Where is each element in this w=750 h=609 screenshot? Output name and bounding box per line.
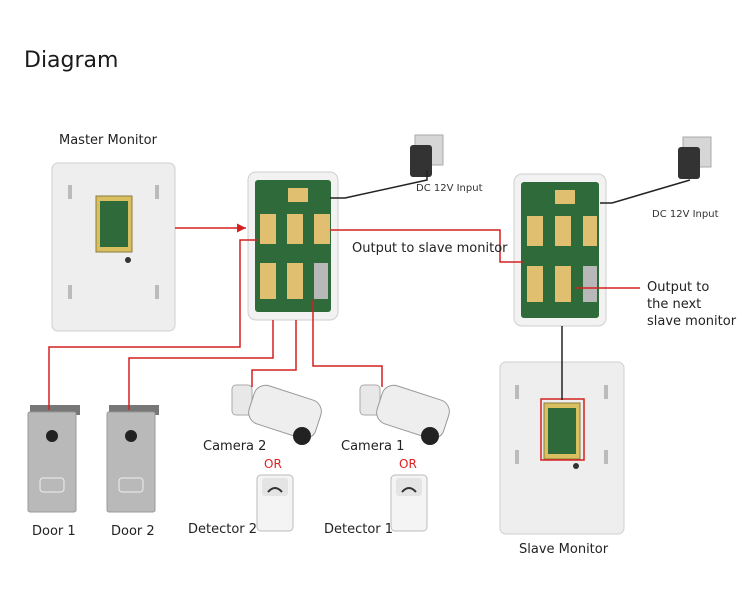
slave-monitor-label: Slave Monitor <box>519 542 609 557</box>
detector-2-label: Detector 2 <box>188 522 258 537</box>
power-adapter-1 <box>410 134 444 177</box>
power-line-1 <box>330 170 428 199</box>
page-title: Diagram <box>24 48 119 73</box>
door-station-1 <box>27 405 80 513</box>
detector-1 <box>390 474 428 532</box>
or-label-1: OR <box>399 457 417 471</box>
door-station-2 <box>106 405 159 513</box>
output-next-label-1: Output to <box>647 280 710 295</box>
door-2-label: Door 2 <box>111 524 155 539</box>
dc-input-label-1: DC 12V Input <box>416 183 483 194</box>
or-label-2: OR <box>264 457 282 471</box>
junction-box-1 <box>247 171 339 321</box>
junction-box-2 <box>513 173 607 327</box>
door-1-label: Door 1 <box>32 524 76 539</box>
camera-2-label: Camera 2 <box>203 439 267 454</box>
output-next-label-3: slave monitor <box>647 314 737 329</box>
detector-2 <box>256 474 294 532</box>
camera-1-label: Camera 1 <box>341 439 405 454</box>
wire-camera-1 <box>312 300 383 387</box>
master-monitor-label: Master Monitor <box>59 133 157 148</box>
power-adapter-2 <box>678 136 712 179</box>
camera-2 <box>231 384 322 445</box>
wire-camera-2 <box>251 320 297 387</box>
wire-door-1 <box>48 239 258 410</box>
slave-monitor <box>499 361 625 535</box>
master-monitor <box>51 162 176 332</box>
dc-input-label-2: DC 12V Input <box>652 209 719 220</box>
output-next-label-2: the next <box>647 297 702 312</box>
wire-output-slave <box>330 229 524 263</box>
wire-door-2 <box>128 320 274 410</box>
detector-1-label: Detector 1 <box>324 522 394 537</box>
output-slave-label: Output to slave monitor <box>352 241 508 256</box>
camera-1 <box>359 384 450 445</box>
power-line-2 <box>600 179 691 204</box>
